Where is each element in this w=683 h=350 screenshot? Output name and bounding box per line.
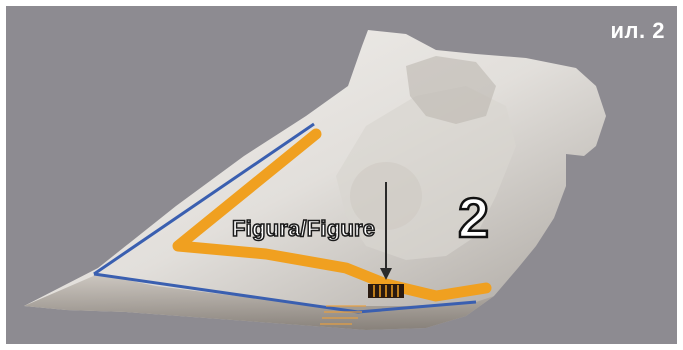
figure-number: 2	[458, 190, 489, 246]
illustration-frame: ил. 2 Figura/Figure 2	[6, 6, 677, 344]
corner-label: ил. 2	[611, 18, 665, 44]
hoof-illustration	[6, 6, 677, 344]
figure-caption: Figura/Figure	[232, 216, 375, 242]
